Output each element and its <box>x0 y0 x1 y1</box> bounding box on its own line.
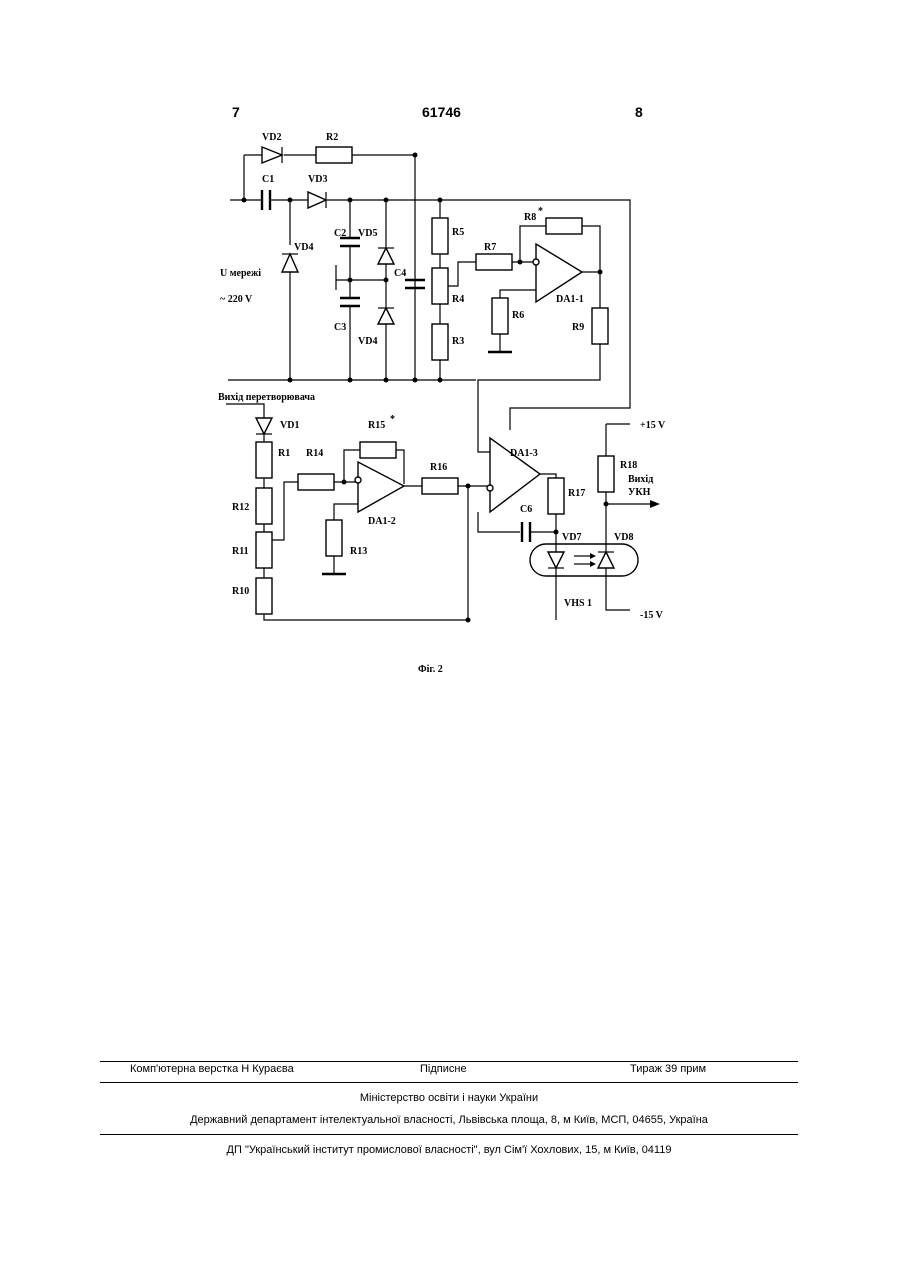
resistor-r1 <box>256 442 272 478</box>
wire-mid-node <box>336 265 386 290</box>
figure-caption: Фіг. 2 <box>418 664 443 675</box>
label-ukn: УКН <box>628 487 651 498</box>
label-vd4-b: VD4 <box>358 336 377 347</box>
diode-vd3 <box>308 192 326 208</box>
label-c4: C4 <box>394 268 406 279</box>
label-r17: R17 <box>568 488 585 499</box>
wire-top-r2 <box>244 155 415 380</box>
resistor-r17 <box>548 478 564 514</box>
label-c1: C1 <box>262 174 274 185</box>
resistor-r6 <box>492 298 508 334</box>
resistor-r11 <box>256 532 272 568</box>
footer-row-imprint: Комп'ютерна верстка Н Кураєва Підписне Т… <box>100 1063 798 1077</box>
diode-vd5 <box>378 248 394 264</box>
resistor-r13 <box>326 520 342 556</box>
resistor-r2 <box>316 147 352 163</box>
label-vd1: VD1 <box>280 420 299 431</box>
footer-print-run: Тираж 39 прим <box>630 1063 706 1075</box>
label-c6: C6 <box>520 504 532 515</box>
label-r11: R11 <box>232 546 249 557</box>
label-c3: C3 <box>334 322 346 333</box>
optocoupler-vhs1 <box>530 544 638 576</box>
footer-subscription: Підписне <box>420 1063 467 1075</box>
label-r10: R10 <box>232 586 249 597</box>
capacitor-c2 <box>340 238 360 246</box>
capacitor-c1 <box>262 190 270 210</box>
label-r15: R15 <box>368 420 385 431</box>
label-r12: R12 <box>232 502 249 513</box>
wire-converter-input <box>226 404 264 418</box>
footer-rule-mid <box>100 1082 798 1083</box>
label-vd4-a: VD4 <box>294 242 313 253</box>
capacitor-c3 <box>340 298 360 306</box>
label-vd3: VD3 <box>308 174 327 185</box>
label-da1-2: DA1-2 <box>368 516 396 527</box>
footer-typesetter: Комп'ютерна верстка Н Кураєва <box>130 1063 294 1075</box>
label-vd5: VD5 <box>358 228 377 239</box>
footer-rule-top <box>100 1061 798 1062</box>
label-r7: R7 <box>484 242 496 253</box>
label-plus15v: +15 V <box>640 420 666 431</box>
wire-r9-da13 <box>478 344 600 452</box>
output-arrow-icon <box>650 500 660 508</box>
opamp-da1-2 <box>358 462 404 512</box>
diode-vd4-b <box>378 308 394 324</box>
capacitor-c6 <box>522 522 530 542</box>
label-da1-3: DA1-3 <box>510 448 538 459</box>
label-r14: R14 <box>306 448 323 459</box>
resistor-r15 <box>360 442 396 458</box>
wire-r4-wiper <box>448 262 476 286</box>
diode-vd1 <box>256 418 272 434</box>
label-c2: C2 <box>334 228 346 239</box>
inverting-input-da1-1 <box>533 259 539 265</box>
diode-vd2 <box>262 147 282 163</box>
resistor-r9 <box>592 308 608 344</box>
resistor-r5 <box>432 218 448 254</box>
diode-vd4-a <box>282 254 298 272</box>
label-vd7: VD7 <box>562 532 581 543</box>
label-vd2: VD2 <box>262 132 281 143</box>
label-r15-mark: * <box>390 414 395 425</box>
resistor-r10 <box>256 578 272 614</box>
label-r1: R1 <box>278 448 290 459</box>
label-vd8: VD8 <box>614 532 633 543</box>
label-r2: R2 <box>326 132 338 143</box>
resistor-r8 <box>546 218 582 234</box>
label-output: Вихід <box>628 474 653 485</box>
label-u-merezhi: U мережі <box>220 268 261 279</box>
footer-rule-bottom <box>100 1134 798 1135</box>
label-r6: R6 <box>512 310 524 321</box>
label-r13: R13 <box>350 546 367 557</box>
label-minus15v: -15 V <box>640 610 664 621</box>
footer-institute: ДП "Український інститут промислової вла… <box>100 1144 798 1156</box>
resistor-r18 <box>598 456 614 492</box>
label-220v: ~ 220 V <box>220 294 253 305</box>
label-converter-output: Вихід перетворювача <box>218 392 315 403</box>
label-r3: R3 <box>452 336 464 347</box>
label-r4: R4 <box>452 294 464 305</box>
label-r8-mark: * <box>538 206 543 217</box>
label-da1-1: DA1-1 <box>556 294 584 305</box>
resistor-r14 <box>298 474 334 490</box>
wire-r11-wiper <box>272 482 298 540</box>
label-r16: R16 <box>430 462 447 473</box>
footer-department: Державний департамент інтелектуальної вл… <box>100 1114 798 1126</box>
wire-c6 <box>478 512 556 532</box>
inverting-input-da1-2 <box>355 477 361 483</box>
label-r9: R9 <box>572 322 584 333</box>
resistor-r16 <box>422 478 458 494</box>
resistor-r3 <box>432 324 448 360</box>
footer-ministry: Міністерство освіти і науки України <box>100 1092 798 1104</box>
label-r8: R8 <box>524 212 536 223</box>
circuit-schematic: VD2 R2 C1 VD3 C2 VD5 R5 R8 * R7 VD4 U ме… <box>0 0 900 700</box>
label-r18: R18 <box>620 460 637 471</box>
label-vhs1: VHS 1 <box>564 598 592 609</box>
resistor-r12 <box>256 488 272 524</box>
label-r5: R5 <box>452 227 464 238</box>
resistor-r7 <box>476 254 512 270</box>
resistor-r4 <box>432 268 448 304</box>
inverting-input-da1-3 <box>487 485 493 491</box>
